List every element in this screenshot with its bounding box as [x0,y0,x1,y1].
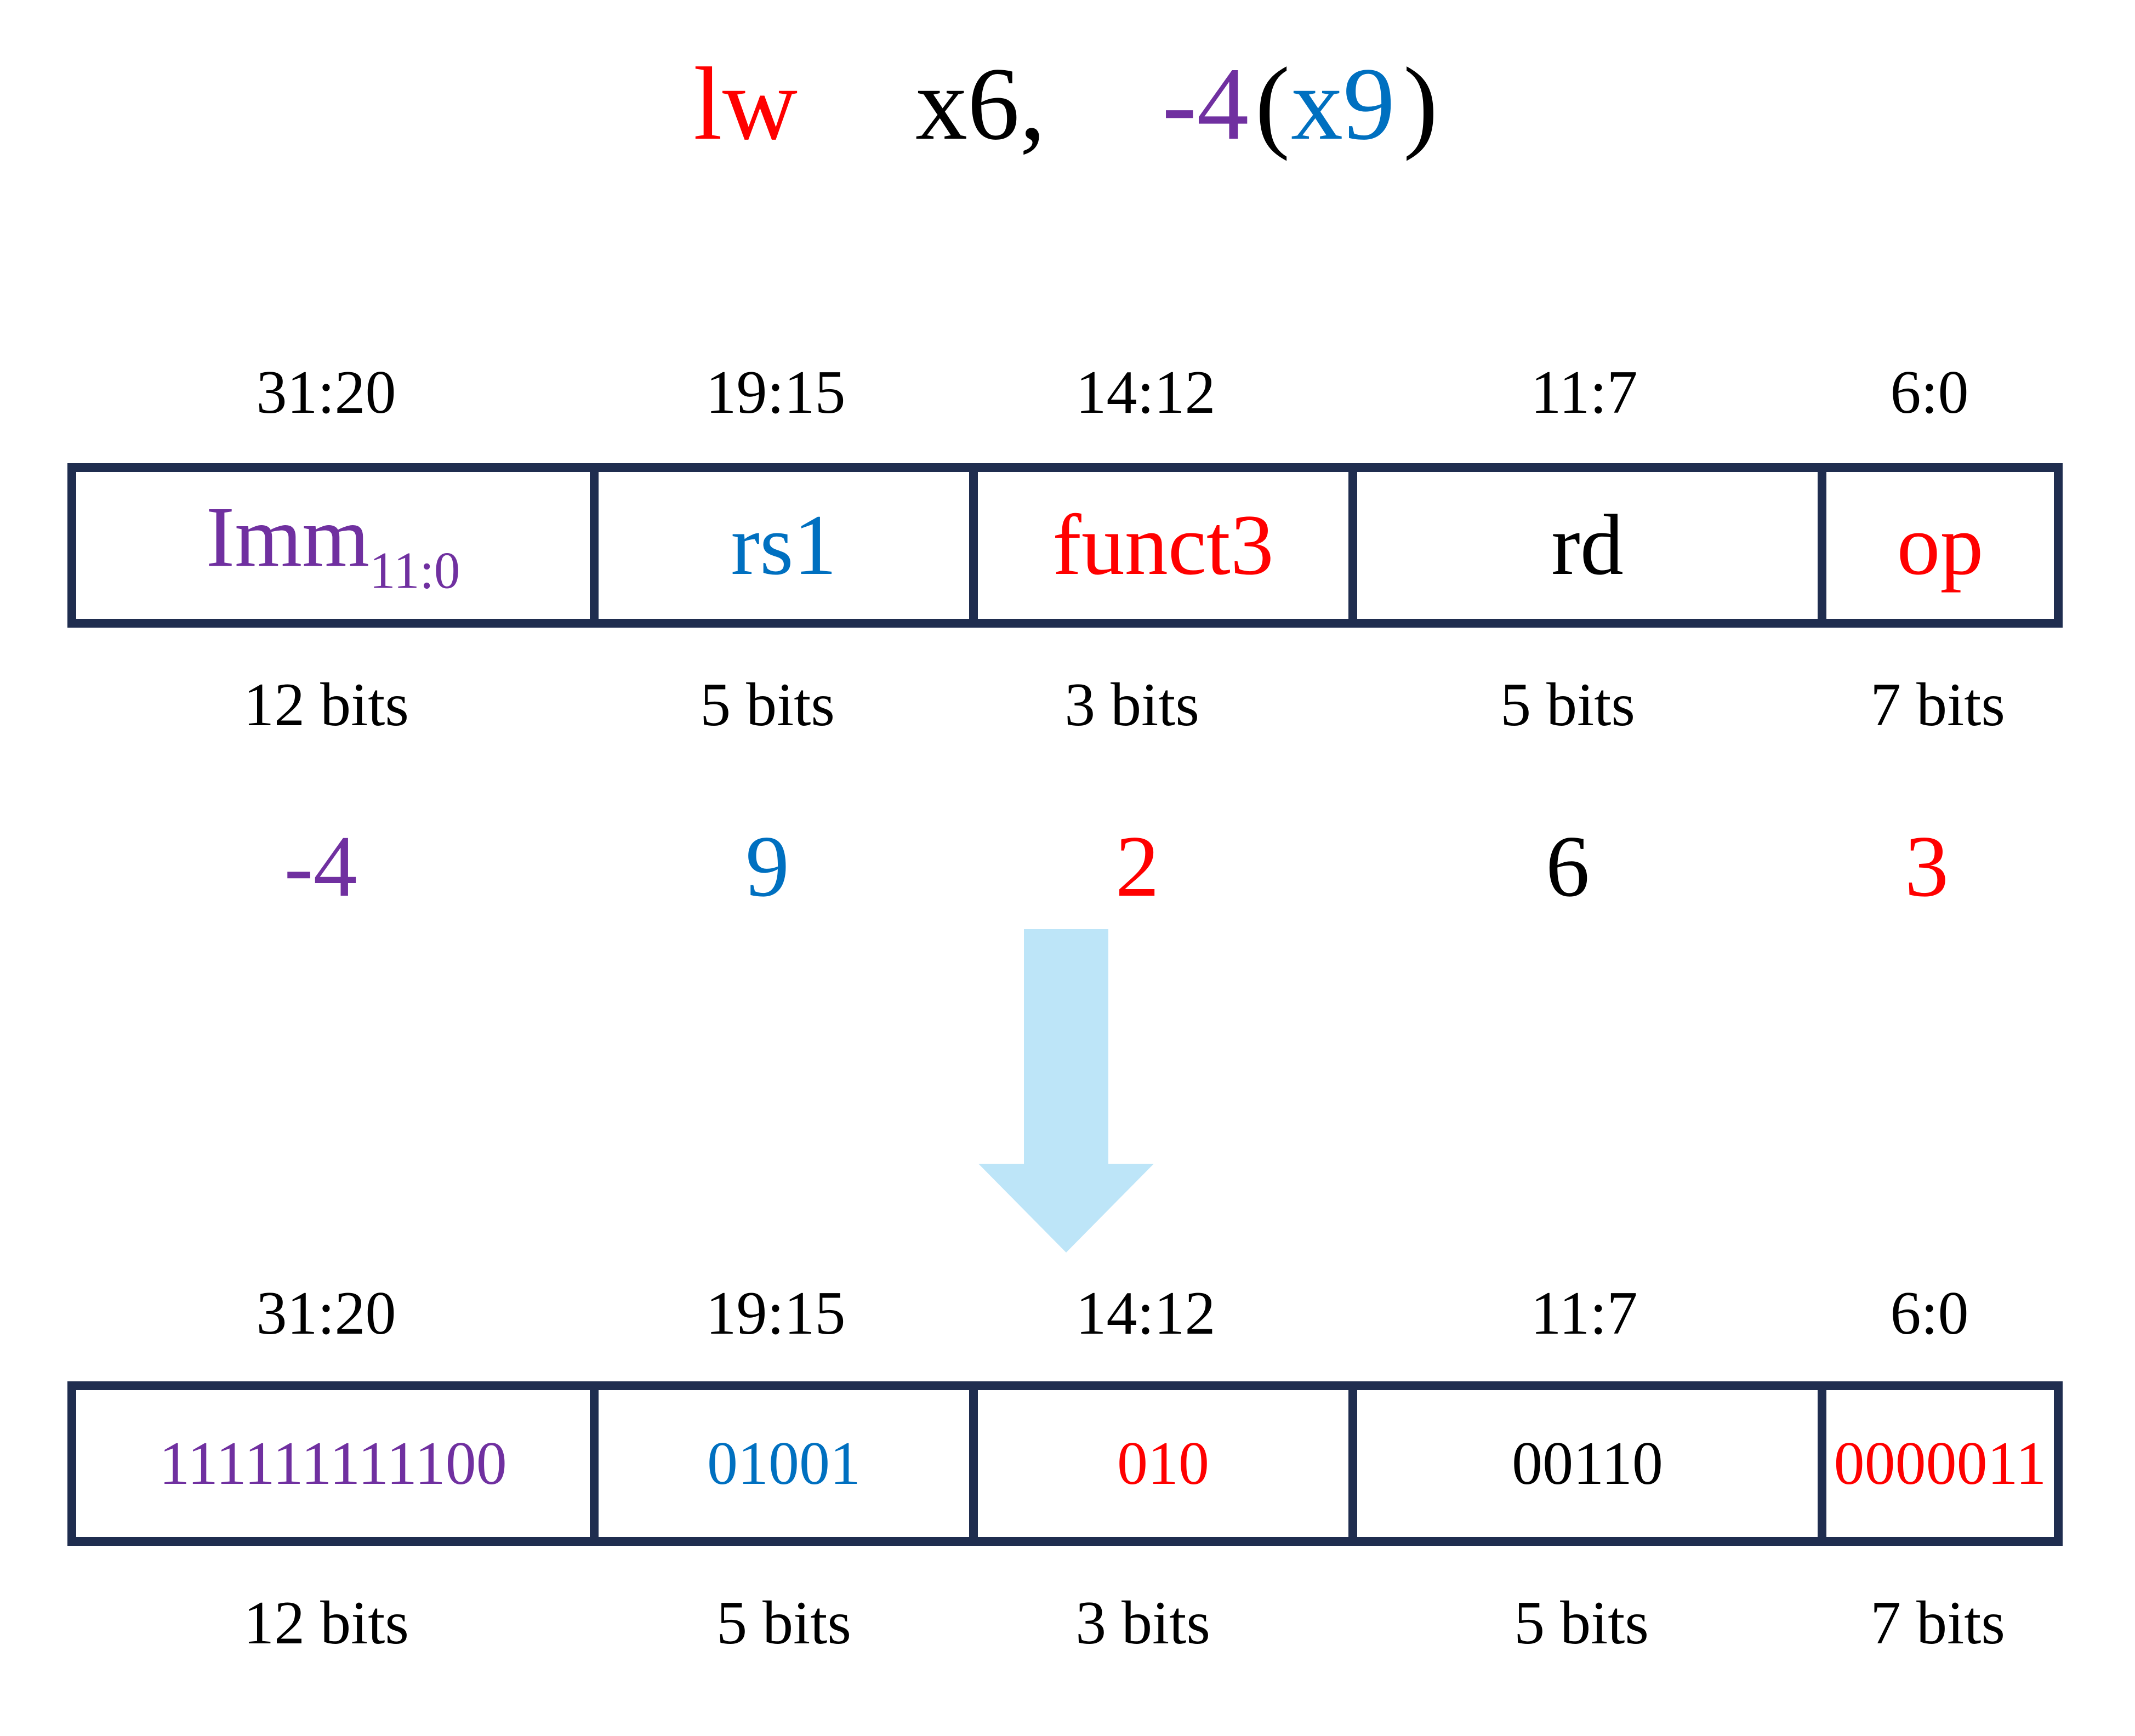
field-funct3-label: funct3 [1052,497,1274,593]
field-funct3: funct3 [969,472,1348,619]
width-imm-bin: 12 bits [243,1589,409,1657]
width-rd-bin: 5 bits [1514,1589,1649,1657]
bit-range-op: 6:0 [1890,358,1969,426]
binary-rs1: 01001 [590,1390,969,1537]
bit-range-rs1-bin: 19:15 [705,1279,846,1347]
bit-range-imm: 31:20 [256,358,396,426]
down-arrow-icon [978,929,1154,1253]
dest-register: x6, [915,47,1046,162]
source-register: x9 [1291,47,1395,162]
value-rd: 6 [1546,817,1590,915]
field-imm: Imm11:0 [76,472,590,619]
width-funct3-bin: 3 bits [1075,1589,1210,1657]
bit-range-imm-bin: 31:20 [256,1279,396,1347]
binary-imm: 111111111100 [76,1390,590,1537]
field-rs1-label: rs1 [731,497,837,593]
value-rs1: 9 [745,817,789,915]
binary-op: 0000011 [1818,1390,2054,1537]
field-op-label: op [1897,497,1984,593]
field-imm-label: Imm11:0 [206,494,460,597]
machine-code-fields: 111111111100 01001 010 00110 0000011 [67,1381,2063,1546]
width-rs1: 5 bits [700,671,835,739]
value-imm: -4 [284,817,357,915]
field-rd: rd [1348,472,1818,619]
paren-open: ( [1255,47,1290,162]
binary-op-label: 0000011 [1834,1430,2047,1498]
paren-close: ) [1403,47,1438,162]
binary-rd: 00110 [1348,1390,1818,1537]
binary-funct3: 010 [969,1390,1348,1537]
field-rd-label: rd [1551,497,1624,593]
field-imm-name: Imm [206,489,370,585]
width-op: 7 bits [1870,671,2005,739]
width-rd: 5 bits [1500,671,1635,739]
binary-funct3-label: 010 [1117,1430,1209,1498]
binary-rs1-label: 01001 [707,1430,861,1498]
bit-range-op-bin: 6:0 [1890,1279,1969,1347]
field-op: op [1818,472,2054,619]
value-op: 3 [1905,817,1949,915]
bit-range-funct3-bin: 14:12 [1075,1279,1216,1347]
field-rs1: rs1 [590,472,969,619]
width-op-bin: 7 bits [1870,1589,2005,1657]
bit-range-rd-bin: 11:7 [1530,1279,1638,1347]
immediate: -4 [1162,47,1249,162]
bit-range-rd: 11:7 [1530,358,1638,426]
width-funct3: 3 bits [1064,671,1199,739]
mnemonic: lw [693,47,798,162]
width-rs1-bin: 5 bits [716,1589,851,1657]
bit-range-rs1: 19:15 [705,358,846,426]
instruction-title: lw x6, -4 ( x9 ) [0,52,2135,162]
width-imm: 12 bits [243,671,409,739]
bit-range-funct3: 14:12 [1075,358,1216,426]
instruction-format-fields: Imm11:0 rs1 funct3 rd op [67,463,2063,628]
binary-rd-label: 00110 [1512,1430,1663,1498]
value-funct3: 2 [1115,817,1159,915]
field-imm-subscript: 11:0 [369,541,460,600]
binary-imm-label: 111111111100 [159,1430,507,1498]
